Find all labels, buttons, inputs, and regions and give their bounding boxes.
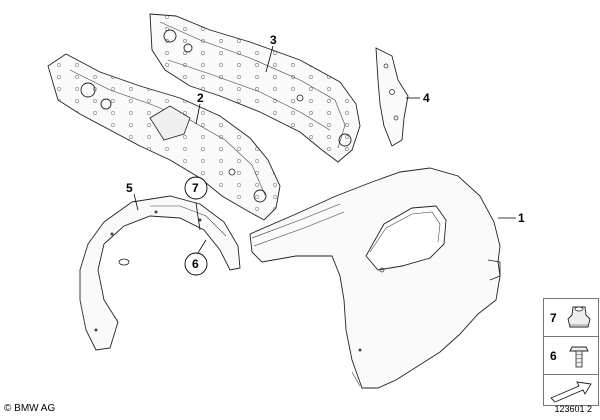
callout-6: 6 [192, 257, 199, 271]
callout-2: 2 [197, 91, 204, 105]
side-panel-part[interactable] [249, 167, 501, 389]
copyright-text: © BMW AG [4, 403, 56, 414]
callout-7: 7 [192, 181, 199, 195]
leader-lines [133, 45, 516, 257]
screw-icon [569, 346, 589, 368]
legend-box-7: 7 [543, 298, 599, 338]
callout-5: 5 [126, 181, 133, 195]
direction-arrow-icon [550, 381, 592, 403]
legend-number-6: 6 [550, 349, 557, 363]
lower-rail-part[interactable] [47, 53, 281, 221]
callout-4: 4 [423, 91, 430, 105]
callout-circle-6 [184, 252, 208, 276]
legend-number-7: 7 [550, 311, 557, 325]
callout-circle-7 [184, 176, 208, 200]
callout-1: 1 [518, 211, 525, 225]
diagram-id-text: 123601 2 [554, 404, 592, 414]
callout-3: 3 [270, 33, 277, 47]
bracket-part[interactable] [375, 47, 409, 147]
legend-box-arrow [543, 374, 599, 406]
legend-box-6: 6 [543, 336, 599, 376]
wheel-arch-part[interactable] [79, 195, 241, 351]
upper-rail-part[interactable] [149, 13, 361, 163]
clip-nut-icon [567, 306, 591, 328]
